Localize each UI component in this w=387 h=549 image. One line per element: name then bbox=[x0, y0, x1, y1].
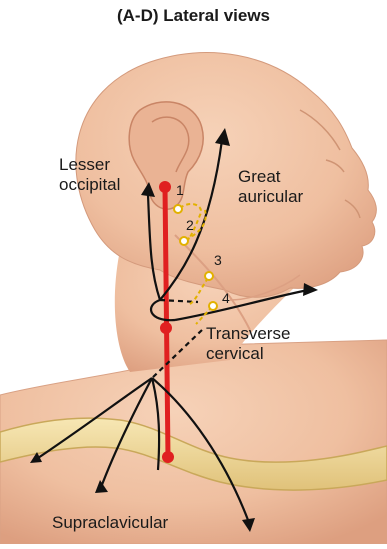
label-lesser-occipital-line1: Lesser bbox=[59, 155, 120, 175]
injection-number-2: 2 bbox=[186, 217, 194, 233]
injection-number-4: 4 bbox=[222, 290, 230, 306]
label-great-auricular-line1: Great bbox=[238, 167, 303, 187]
figure-title: (A-D) Lateral views bbox=[0, 6, 387, 26]
injection-number-3: 3 bbox=[214, 252, 222, 268]
label-transverse-cervical-line2: cervical bbox=[206, 344, 290, 364]
injection-number-1: 1 bbox=[176, 182, 184, 198]
marker-dot-middle bbox=[160, 322, 172, 334]
marker-dot-bottom bbox=[162, 451, 174, 463]
label-transverse-cervical-line1: Transverse bbox=[206, 324, 290, 344]
label-great-auricular-line2: auricular bbox=[238, 187, 303, 207]
label-lesser-occipital: Lesser occipital bbox=[59, 155, 120, 195]
marker-dot-top bbox=[159, 181, 171, 193]
label-supraclavicular: Supraclavicular bbox=[52, 513, 168, 533]
label-great-auricular: Great auricular bbox=[238, 167, 303, 207]
label-lesser-occipital-line2: occipital bbox=[59, 175, 120, 195]
label-transverse-cervical: Transverse cervical bbox=[206, 324, 290, 364]
